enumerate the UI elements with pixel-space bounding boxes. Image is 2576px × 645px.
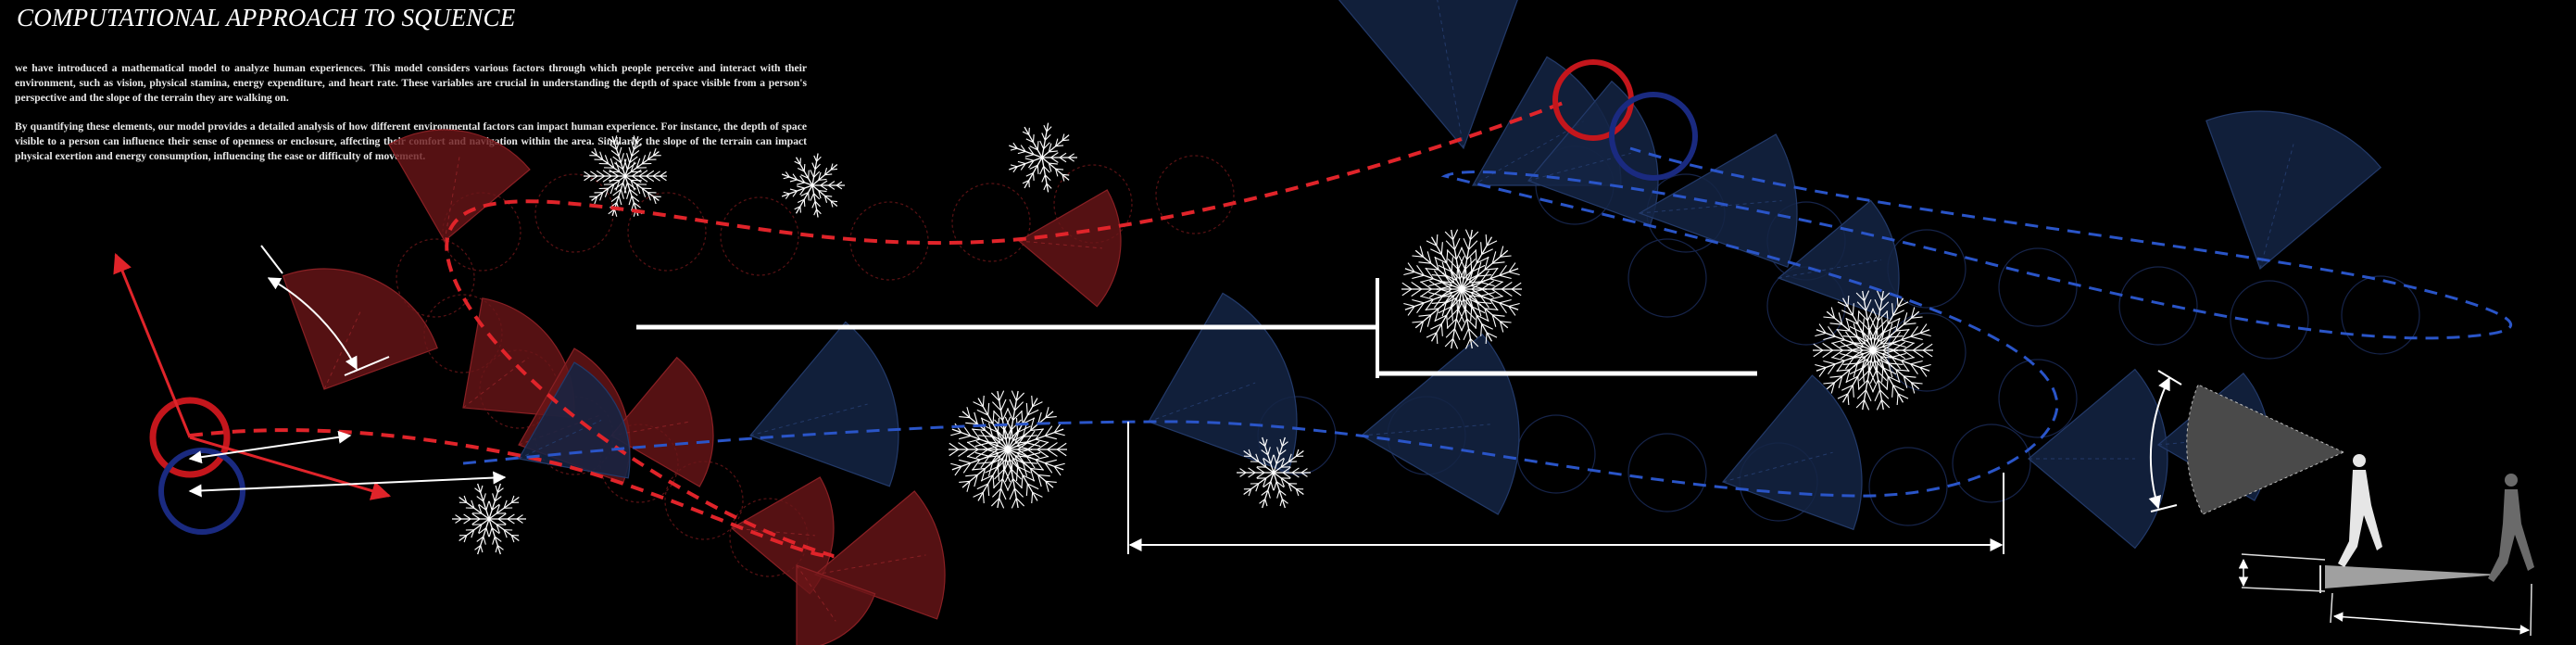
person-view-detail — [2148, 370, 2534, 637]
page-title: COMPUTATIONAL APPROACH TO SQUENCE — [17, 4, 516, 32]
view-cone-icon — [1638, 133, 1798, 268]
view-cone-icon — [282, 268, 438, 390]
view-cone-icon — [796, 564, 876, 645]
blue-walking-path — [462, 146, 2512, 498]
blue-observer-ring-top — [1609, 92, 1698, 181]
view-cone-icon — [1721, 374, 1863, 531]
tree-icon — [781, 153, 845, 218]
walking-person-icon — [2488, 474, 2534, 582]
view-cone-icon — [813, 490, 946, 620]
tree-icon — [1237, 436, 1311, 509]
tree-icon — [1401, 229, 1522, 349]
dimension-lines — [636, 278, 2004, 554]
tree-icon — [949, 390, 1067, 509]
view-cone-icon — [1360, 333, 1520, 515]
view-cone-icon — [1148, 292, 1298, 474]
tree-icon — [1813, 290, 1933, 411]
view-cone-icon — [610, 356, 714, 487]
view-cones — [282, 0, 2382, 645]
view-cone-icon — [1338, 0, 1518, 150]
trees — [452, 122, 1933, 555]
view-cone-icon — [748, 321, 899, 487]
tree-icon — [452, 483, 526, 555]
view-cone-icon — [2205, 110, 2382, 271]
tree-icon — [1009, 122, 1077, 193]
walking-person-icon — [2338, 454, 2382, 567]
observer-vectors — [113, 245, 507, 500]
red-walking-path — [189, 100, 1566, 559]
intro-paragraph: we have introduced a mathematical model … — [15, 62, 807, 104]
view-cone-icon — [388, 129, 531, 242]
view-cone-icon — [1777, 199, 1900, 321]
view-cone-icon — [1017, 189, 1122, 308]
